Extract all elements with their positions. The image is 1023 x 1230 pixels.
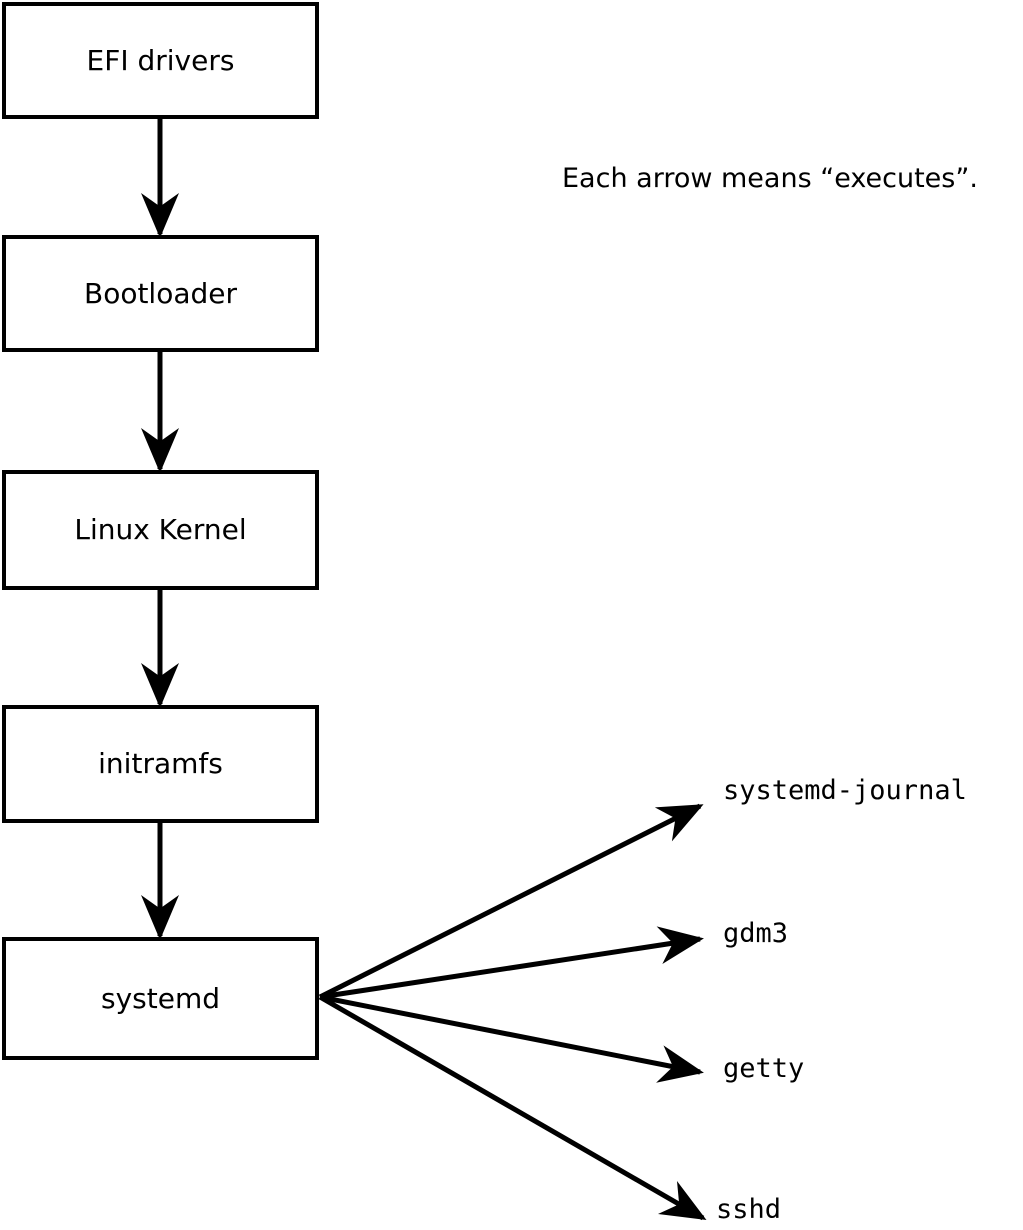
executes-arrow-systemd-to-getty (319, 994, 704, 1083)
box-label-bootloader: Bootloader (83, 276, 238, 310)
executes-arrow-systemd-to-systemd-journal (318, 803, 704, 1000)
executes-arrow-systemd-to-sshd (318, 994, 707, 1221)
box-label-initramfs: initramfs (98, 747, 223, 780)
box-bootloader: Bootloader (2, 235, 319, 352)
box-linux-kernel: Linux Kernel (2, 470, 319, 590)
box-label-systemd: systemd (101, 981, 220, 1015)
service-label-gdm3: gdm3 (723, 918, 789, 949)
box-efi-drivers: EFI drivers (2, 2, 319, 119)
box-label-linux-kernel: Linux Kernel (74, 513, 247, 546)
service-label-systemd-journal: systemd-journal (723, 775, 967, 806)
service-label-sshd: sshd (716, 1194, 782, 1225)
executes-arrow-systemd-to-gdm3 (319, 926, 704, 1000)
service-label-getty: getty (723, 1053, 805, 1084)
annotation-each-arrow-means-executes: Each arrow means “executes”. (562, 163, 978, 194)
box-systemd: systemd (2, 937, 319, 1060)
box-label-efi-drivers: EFI drivers (86, 43, 235, 77)
box-initramfs: initramfs (2, 705, 319, 823)
